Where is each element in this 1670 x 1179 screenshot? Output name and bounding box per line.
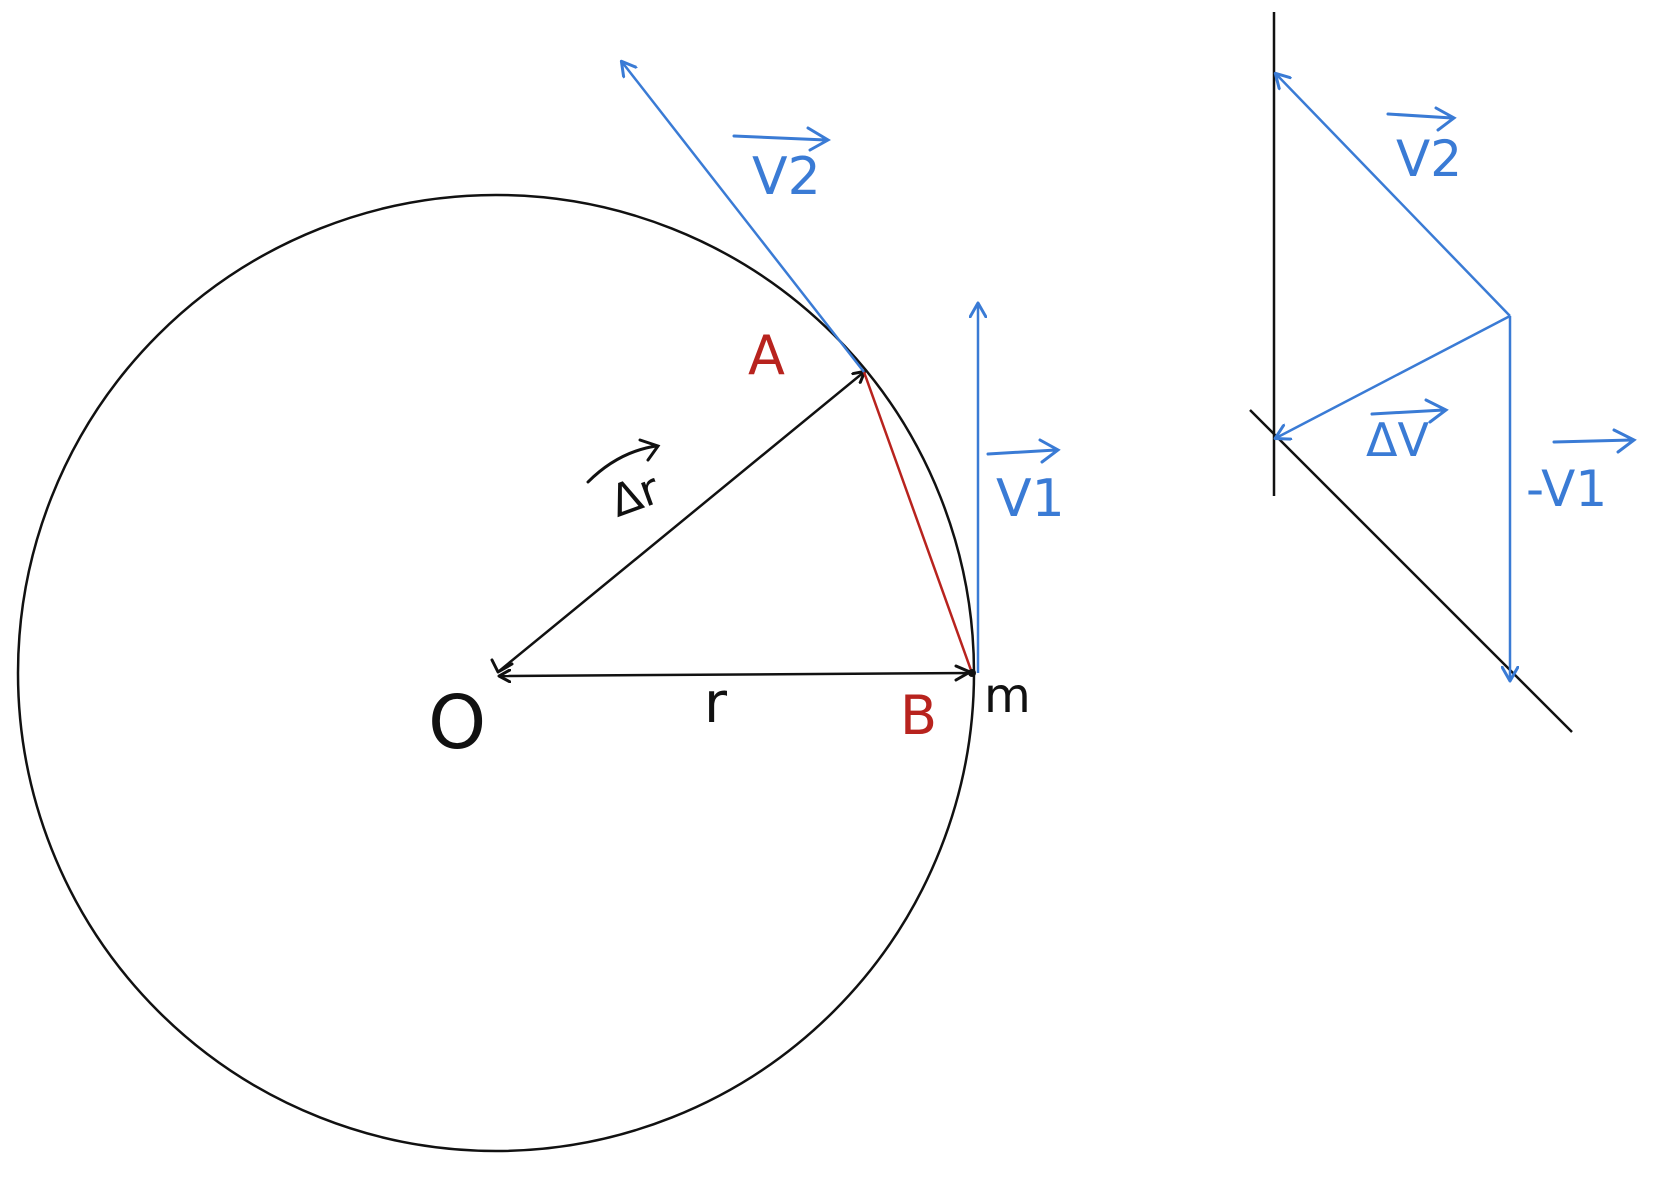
label-point-a: A xyxy=(748,324,785,387)
oa-vector xyxy=(497,372,864,673)
right-v2-label-overarrow xyxy=(1386,106,1457,132)
label-neg-v1: -V1 xyxy=(1526,460,1607,518)
oa-arrow-head-o xyxy=(490,658,514,674)
delta-v-label-overarrow xyxy=(1370,398,1449,424)
delta-v-vector xyxy=(1276,314,1511,438)
label-radius: r xyxy=(704,671,728,736)
label-delta-v: ΔV xyxy=(1366,413,1429,467)
label-v1: V1 xyxy=(996,469,1065,529)
point-m-dot xyxy=(968,669,976,677)
label-point-m: m xyxy=(984,668,1031,724)
v2-vector xyxy=(622,62,865,373)
radius-vector xyxy=(500,673,973,676)
label-point-b: B xyxy=(900,684,937,747)
chord-ab xyxy=(862,371,974,674)
label-right-v2: V2 xyxy=(1396,130,1462,188)
delta-r-overarrow xyxy=(586,438,661,484)
v1-label-overarrow xyxy=(986,438,1061,464)
v2-label-overarrow xyxy=(732,126,831,152)
label-delta-r: Δr xyxy=(604,463,668,528)
label-v2: V2 xyxy=(752,147,821,207)
label-origin: O xyxy=(428,680,486,766)
right-v2-vector xyxy=(1276,74,1511,317)
neg-v1-label-overarrow xyxy=(1552,428,1637,454)
